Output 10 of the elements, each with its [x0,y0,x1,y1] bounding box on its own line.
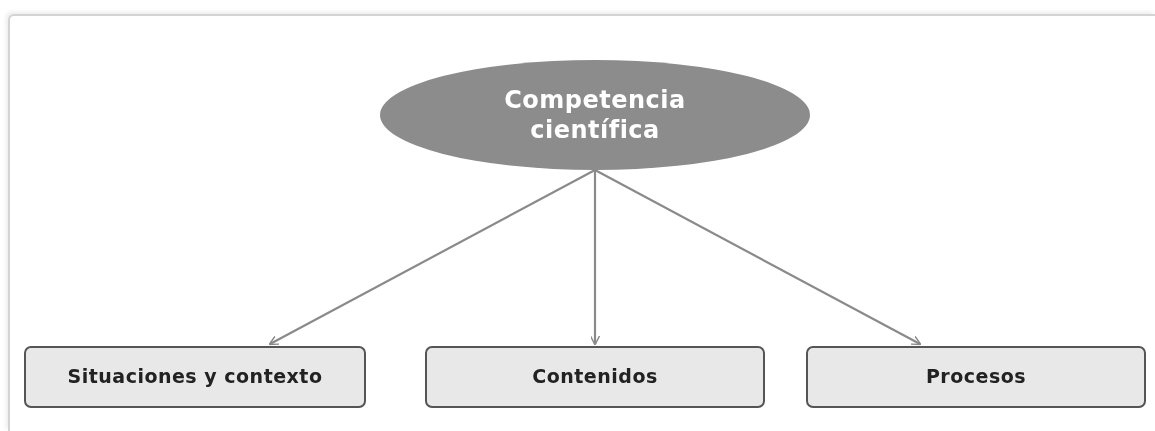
node-label: Situaciones y contexto [66,365,324,389]
box-node [425,346,765,408]
arrow [589,170,601,346]
node-label: Procesos [924,365,1028,389]
arrow [268,169,596,346]
arrow [594,169,922,346]
box-node [806,346,1146,408]
node-label: Competencia científica [503,85,687,145]
node-label: Contenidos [531,365,659,389]
box-node [24,346,366,408]
